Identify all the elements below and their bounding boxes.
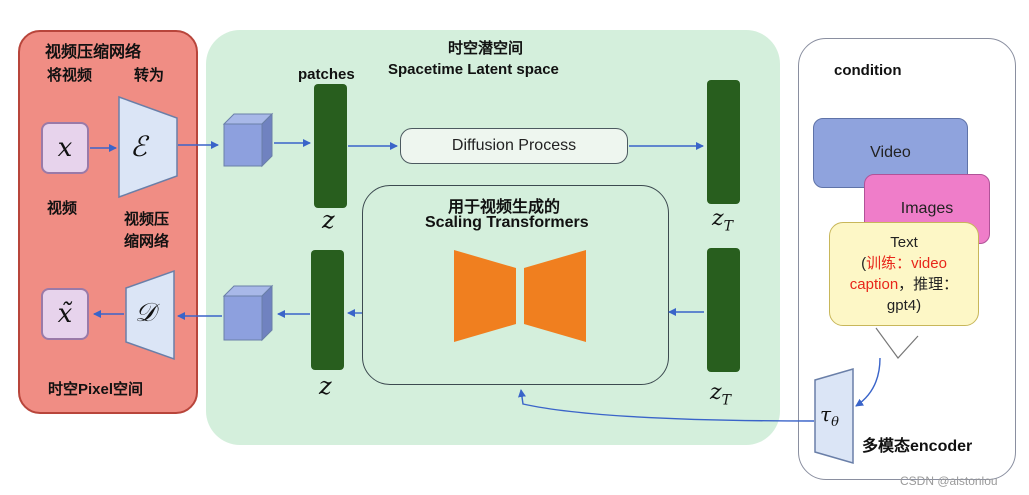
latent-space-panel [206, 30, 780, 445]
condition-title: condition [834, 62, 902, 79]
encoder-caption-line1: 视频压 [124, 211, 170, 228]
latent-space-title-en: Spacetime Latent space [388, 61, 559, 78]
encoder-symbol: ℰ [130, 130, 147, 163]
text-card-line1: Text [890, 234, 918, 251]
label-convert-video: 将视频 [47, 67, 93, 84]
latent-cube-bottom [222, 284, 274, 342]
arrow-encoder-to-transformer [518, 389, 815, 422]
patches-label: patches [298, 66, 355, 83]
condition-card-text: Text (训练：video caption，推理： gpt4) [829, 222, 979, 326]
latent-space-title-cn: 时空潜空间 [448, 40, 524, 57]
input-video-x: x [41, 122, 89, 174]
transformer-title-line2: Scaling Transformers [425, 214, 589, 231]
transformer-shape [454, 250, 586, 342]
pixel-space-caption: 时空Pixel空间 [48, 381, 144, 398]
zT-label-top: zT [712, 206, 733, 235]
latent-bar-z-bottom [311, 250, 344, 370]
zT-label-bottom: zT [710, 380, 731, 409]
text-card-caption: caption [849, 276, 899, 293]
latent-bar-zT-bottom [707, 248, 740, 372]
transformer-box [362, 185, 669, 385]
arrow-conditions-to-encoder [855, 357, 881, 407]
text-card-train: 训练：video [866, 255, 947, 272]
transformer-title-line1: 用于视频生成的 [448, 199, 561, 216]
encoder-trapezoid [118, 95, 178, 199]
decoder-symbol: 𝒟 [135, 298, 156, 328]
latent-cube-top [222, 112, 274, 168]
decoder-trapezoid [125, 269, 175, 361]
latent-bar-z-top [314, 84, 347, 208]
output-video-x-tilde: x̃ [41, 288, 89, 340]
compression-network-title: 视频压缩网络 [45, 44, 142, 61]
encoder-caption-line2: 缩网络 [124, 233, 170, 250]
latent-bar-zT-top [707, 80, 740, 204]
z-label-top: z [322, 206, 335, 234]
label-into: 转为 [134, 67, 165, 84]
text-card-line4: gpt4) [886, 297, 922, 314]
text-card-paren: ( [861, 255, 867, 272]
text-card-infer: ，推理： [898, 276, 959, 293]
input-video-caption: 视频 [47, 200, 78, 217]
watermark: CSDN @alstonlou [900, 474, 998, 488]
z-label-bottom: z [319, 372, 332, 400]
multimodal-encoder-label: 多模态encoder [862, 438, 973, 455]
multimodal-encoder-trapezoid [814, 368, 854, 464]
diffusion-process-box: Diffusion Process [400, 128, 628, 164]
encoder-tau-theta: τθ [820, 402, 839, 430]
conditions-merge-bracket [875, 327, 919, 359]
